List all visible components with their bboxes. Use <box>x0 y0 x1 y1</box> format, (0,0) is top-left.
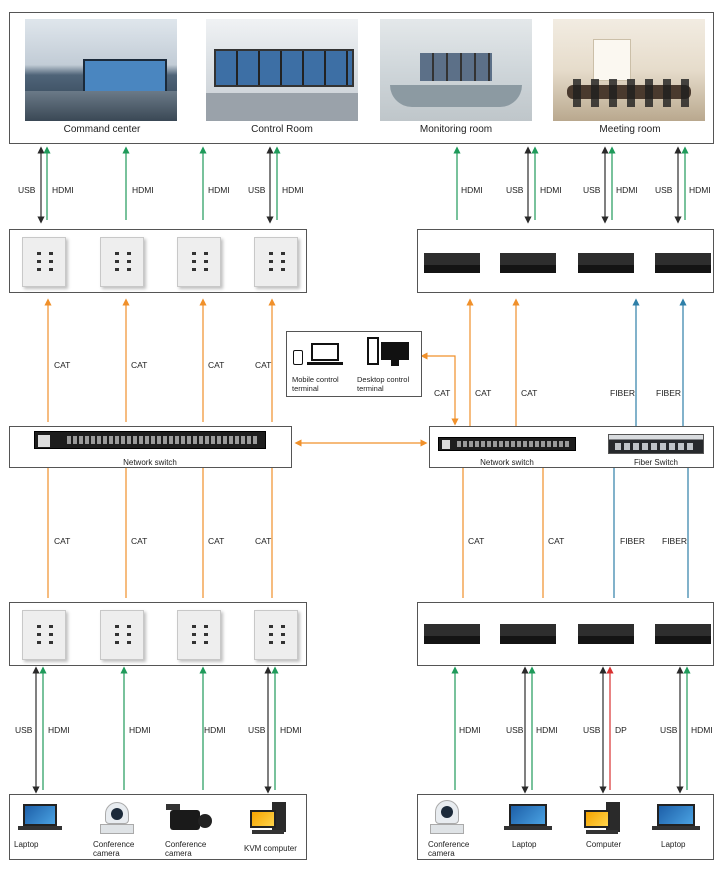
hdmi-label: HDMI <box>204 725 226 735</box>
hdmi-label: HDMI <box>540 185 562 195</box>
fiber-label: FIBER <box>620 536 646 546</box>
usb-label: USB <box>583 725 601 735</box>
mobile-terminal-label: Mobile control terminal <box>292 375 339 393</box>
network-switch-left <box>34 431 266 449</box>
camcorder-icon <box>164 804 212 834</box>
hdmi-label: HDMI <box>536 725 558 735</box>
wall-panel-receiver <box>177 237 221 287</box>
cat-label: CAT <box>54 360 71 370</box>
hdmi-label: HDMI <box>132 185 154 195</box>
kvm-extender-transmitter <box>578 624 634 644</box>
wall-panel-transmitter <box>100 610 144 660</box>
source-label-laptop: Laptop <box>512 840 537 849</box>
usb-label: USB <box>655 185 673 195</box>
cat-label: CAT <box>54 536 71 546</box>
cat-label: CAT <box>208 536 225 546</box>
wall-panel-receiver <box>22 237 66 287</box>
cat-label: CAT <box>548 536 565 546</box>
meeting-room-photo <box>553 19 705 121</box>
usb-label: USB <box>248 725 266 735</box>
room-label-meeting-room: Meeting room <box>599 124 661 135</box>
hdmi-label: HDMI <box>689 185 711 195</box>
wall-panel-transmitter <box>22 610 66 660</box>
desktop-computer-icon <box>367 337 409 367</box>
cat-label: CAT <box>521 388 538 398</box>
kvm-extender-receiver <box>655 253 711 273</box>
conference-camera-icon <box>100 802 134 836</box>
cat-label: CAT <box>208 360 225 370</box>
cat-label: CAT <box>255 536 272 546</box>
dp-label: DP <box>615 725 627 735</box>
wall-panel-transmitter <box>254 610 298 660</box>
hdmi-label: HDMI <box>208 185 230 195</box>
usb-label: USB <box>660 725 678 735</box>
usb-label: USB <box>15 725 33 735</box>
fiber-label: FIBER <box>662 536 688 546</box>
kvm-extender-receiver <box>424 253 480 273</box>
cat-label: CAT <box>468 536 485 546</box>
usb-label: USB <box>506 725 524 735</box>
kvm-extender-transmitter <box>500 624 556 644</box>
source-label-computer: Computer <box>586 840 622 849</box>
usb-label: USB <box>248 185 266 195</box>
wall-panel-transmitter <box>177 610 221 660</box>
hdmi-label: HDMI <box>461 185 483 195</box>
usb-label: USB <box>506 185 524 195</box>
kvm-extender-receiver <box>500 253 556 273</box>
kvm-extender-transmitter <box>655 624 711 644</box>
usb-label: USB <box>583 185 601 195</box>
laptop-icon <box>307 343 343 365</box>
hdmi-label: HDMI <box>459 725 481 735</box>
network-switch-right-label: Network switch <box>480 458 534 467</box>
tablet-icon <box>293 350 303 365</box>
cat-label: CAT <box>255 360 272 370</box>
fiber-switch-label: Fiber Switch <box>633 458 678 467</box>
kvm-extender-transmitter <box>424 624 480 644</box>
fiber-label: FIBER <box>656 388 682 398</box>
command-center-photo <box>25 19 177 121</box>
hdmi-label: HDMI <box>616 185 638 195</box>
desktop-terminal-label: Desktop control terminal <box>357 375 410 393</box>
cat-label: CAT <box>131 360 148 370</box>
hdmi-label: HDMI <box>129 725 151 735</box>
cat-label: CAT <box>475 388 492 398</box>
room-label-control-room: Control Room <box>251 124 313 135</box>
hdmi-label: HDMI <box>48 725 70 735</box>
room-label-command-center: Command center <box>63 124 141 135</box>
source-label-laptop: Laptop <box>14 840 39 849</box>
source-label-conference-camera: Conference camera <box>428 840 470 858</box>
kvm-extender-receiver <box>578 253 634 273</box>
computer-icon <box>584 802 624 836</box>
wall-panel-receiver <box>254 237 298 287</box>
hdmi-label: HDMI <box>691 725 713 735</box>
network-switch-left-label: Network switch <box>123 458 177 467</box>
cat-label: CAT <box>131 536 148 546</box>
source-label-laptop: Laptop <box>661 840 686 849</box>
wall-panel-receiver <box>100 237 144 287</box>
conference-camera-icon <box>430 800 464 836</box>
source-label-conference-camera: Conference camera <box>93 840 135 858</box>
fiber-label: FIBER <box>610 388 636 398</box>
usb-label: USB <box>18 185 36 195</box>
laptop-icon <box>504 804 552 832</box>
kvm-computer-icon <box>250 802 290 836</box>
cat-label: CAT <box>434 388 451 398</box>
laptop-icon <box>652 804 700 832</box>
hdmi-label: HDMI <box>52 185 74 195</box>
network-switch-right <box>438 437 576 451</box>
source-label-conference-camera: Conference camera <box>165 840 207 858</box>
hdmi-label: HDMI <box>282 185 304 195</box>
control-room-photo <box>206 19 358 121</box>
fiber-switch <box>608 434 704 454</box>
hdmi-label: HDMI <box>280 725 302 735</box>
source-label-kvm-computer: KVM computer <box>244 844 297 853</box>
room-label-monitoring-room: Monitoring room <box>419 124 493 135</box>
monitoring-room-photo <box>380 19 532 121</box>
laptop-icon <box>18 804 62 832</box>
